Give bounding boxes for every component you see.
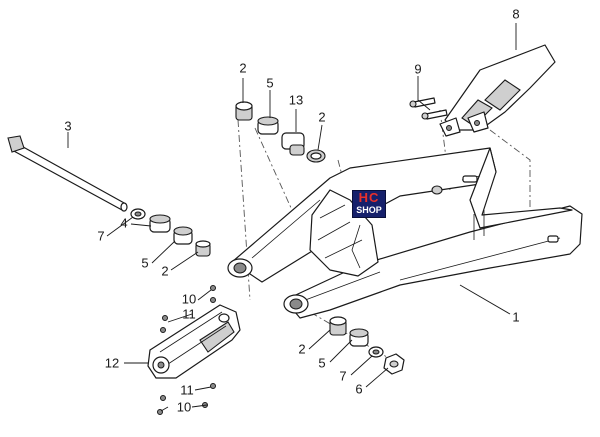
callout-2-lower: 2 [298,341,305,356]
callout-13: 13 [289,92,303,107]
swingarm [227,147,583,319]
callout-9: 9 [414,61,421,76]
callout-10-lower: 10 [177,399,191,414]
callout-1: 1 [512,309,519,324]
guard-bolts [409,97,448,120]
chain-guard [439,44,556,137]
shop-logo-line2: SHOP [356,205,382,215]
callout-2-upper: 2 [239,60,246,75]
callout-3: 3 [64,118,71,133]
lower-bushings [329,316,405,375]
upper-bushings [235,101,326,163]
callout-2-left: 2 [161,263,168,278]
left-bushings [130,208,211,257]
shop-logo: HC SHOP [352,190,386,218]
pivot-axle [7,135,128,212]
callout-11-lower: 11 [180,382,194,397]
shop-logo-line1: HC [358,190,380,205]
callout-6: 6 [355,381,362,396]
callout-5-upper: 5 [266,75,273,90]
callouts: 2 5 13 2 3 7 4 5 2 8 9 1 2 5 7 6 12 10 1… [64,6,519,414]
callout-5-left: 5 [141,255,148,270]
callout-12: 12 [105,355,119,370]
callout-7-lower: 7 [339,368,346,383]
callout-11-upper: 11 [182,306,196,321]
leader-lines [67,23,517,412]
chain-slider [147,304,241,379]
callout-5-lower: 5 [318,355,325,370]
callout-4: 4 [120,215,127,230]
callout-8: 8 [512,6,519,21]
callout-2-upper-right: 2 [318,109,325,124]
callout-10-upper: 10 [182,291,196,306]
callout-7-left: 7 [97,228,104,243]
